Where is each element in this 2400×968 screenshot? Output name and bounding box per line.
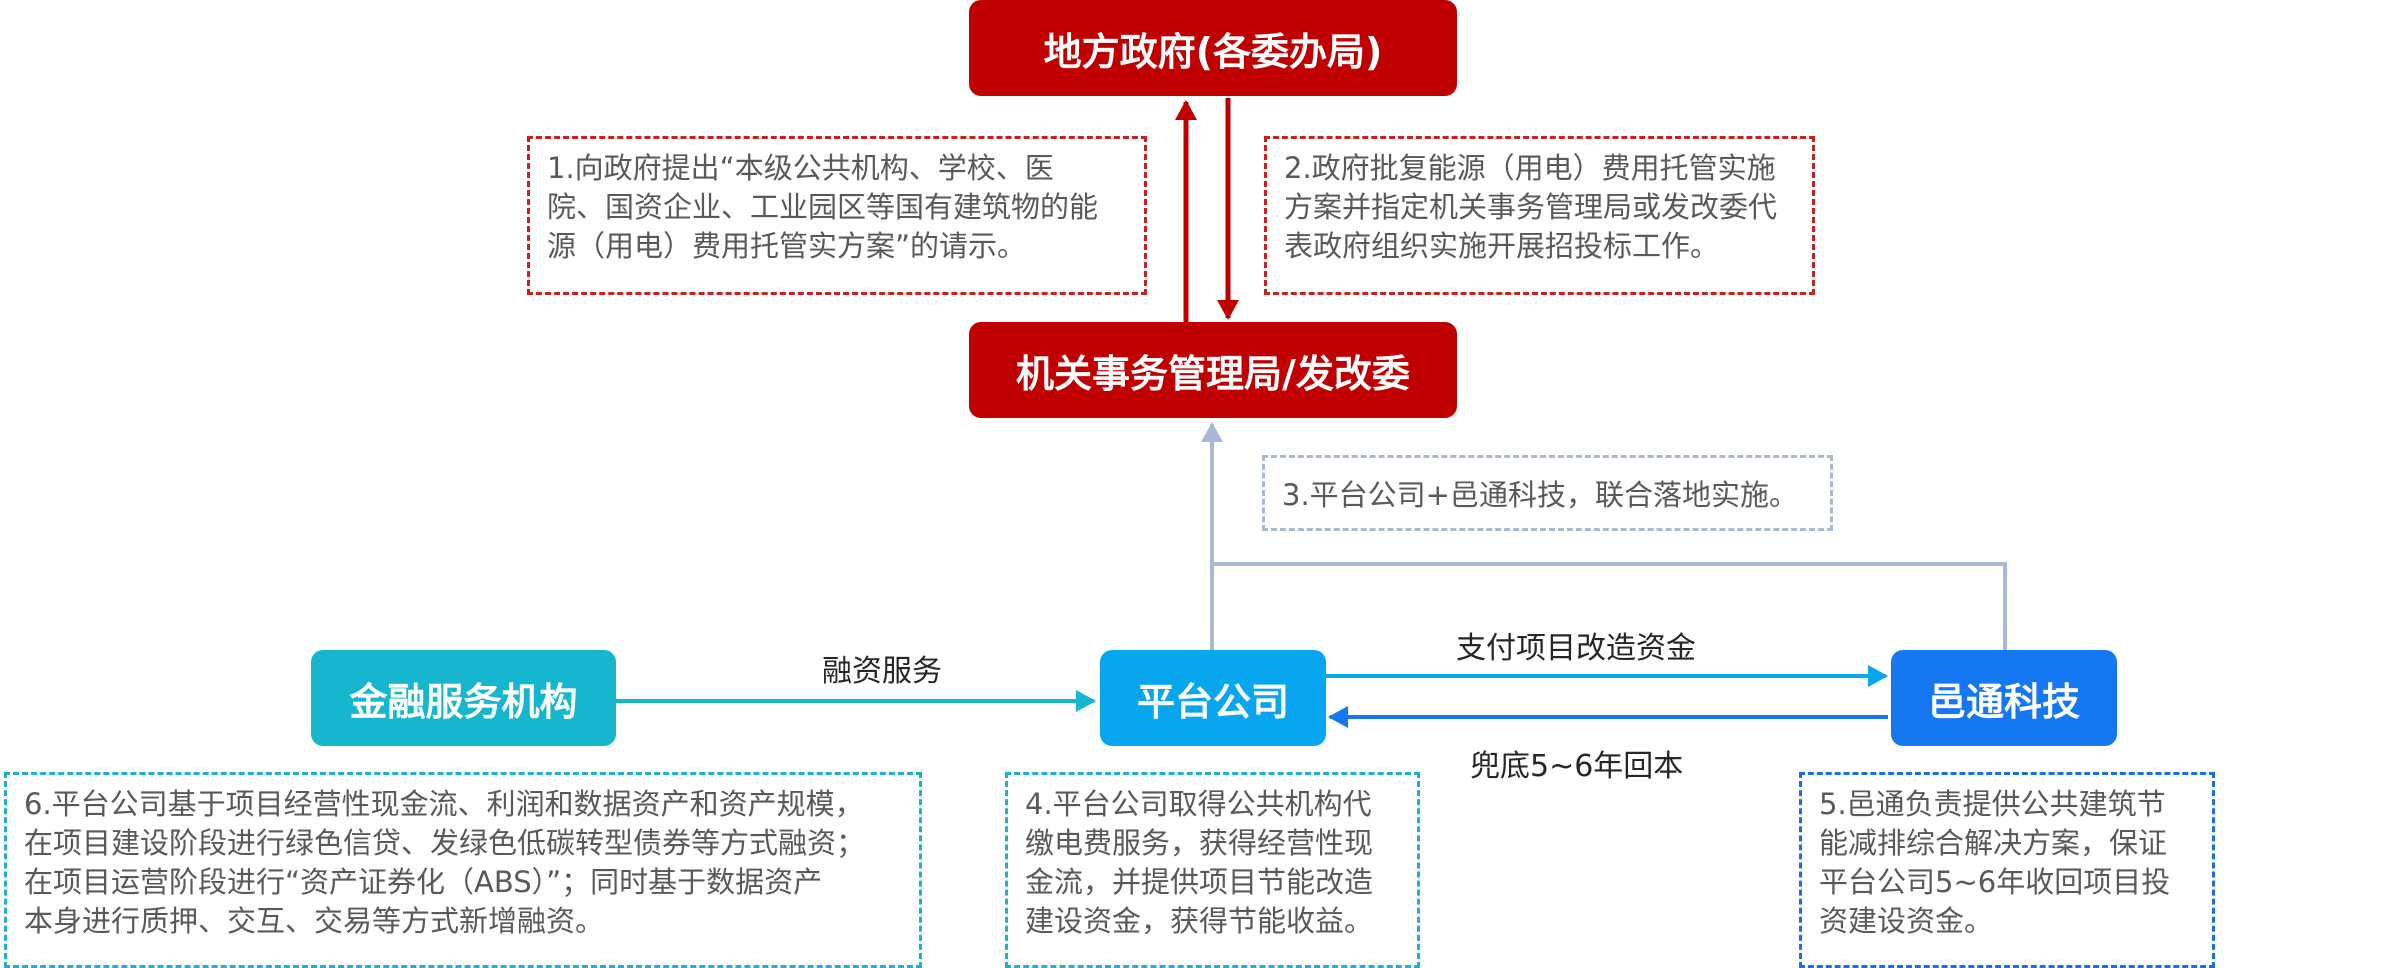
note-step-5-line: 能减排综合解决方案，保证 (1819, 826, 2168, 860)
node-local-government: 地方政府(各委办局) (969, 0, 1457, 96)
edge-label-financing: 融资服务 (822, 654, 942, 689)
node-financial-institution-label: 金融服务机构 (349, 679, 578, 724)
node-platform-company-label: 平台公司 (1136, 679, 1289, 724)
note-step-3: 3.平台公司+邑通科技，联合落地实施。 (1262, 455, 1833, 531)
edge-label-guarantee: 兜底5~6年回本 (1470, 749, 1684, 784)
node-yitong-tech-label: 邑通科技 (1927, 679, 2080, 724)
note-step-4-line: 建设资金，获得节能收益。 (1025, 904, 1374, 938)
note-step-1: 1.向政府提出“本级公共机构、学校、医 院、国资企业、工业园区等国有建筑物的能 … (527, 136, 1147, 295)
note-step-4-line: 金流，并提供项目节能改造 (1025, 865, 1374, 899)
node-affairs-bureau-label: 机关事务管理局/发改委 (1016, 351, 1410, 396)
node-yitong-tech: 邑通科技 (1891, 650, 2117, 746)
note-step-6-line: 6.平台公司基于项目经营性现金流、利润和数据资产和资产规模， (24, 787, 864, 821)
node-platform-company: 平台公司 (1100, 650, 1326, 746)
note-step-5-line: 5.邑通负责提供公共建筑节 (1819, 787, 2166, 821)
node-local-government-label: 地方政府(各委办局) (1043, 29, 1383, 74)
note-step-4-line: 4.平台公司取得公共机构代 (1025, 787, 1372, 821)
note-step-6: 6.平台公司基于项目经营性现金流、利润和数据资产和资产规模， 在项目建设阶段进行… (4, 772, 922, 968)
edge-label-pay: 支付项目改造资金 (1456, 631, 1696, 666)
node-financial-institution: 金融服务机构 (311, 650, 616, 746)
note-step-5-line: 平台公司5~6年收回项目投 (1819, 865, 2171, 899)
arrow-joint-to-bureau (1201, 422, 2007, 650)
note-step-4: 4.平台公司取得公共机构代 缴电费服务，获得经营性现 金流，并提供项目节能改造 … (1005, 772, 1420, 968)
note-step-6-line: 在项目运营阶段进行“资产证券化（ABS）”；同时基于数据资产 (24, 865, 823, 899)
note-step-2-line: 方案并指定机关事务管理局或发改委代 (1284, 190, 1778, 224)
note-step-3-line: 3.平台公司+邑通科技，联合落地实施。 (1282, 478, 1798, 512)
note-step-4-line: 缴电费服务，获得经营性现 (1025, 826, 1374, 860)
note-step-6-line: 本身进行质押、交互、交易等方式新增融资。 (24, 904, 605, 938)
note-step-1-line: 源（用电）费用托管实方案”的请示。 (547, 229, 1027, 263)
note-step-1-line: 院、国资企业、工业园区等国有建筑物的能 (547, 190, 1099, 224)
note-step-2-line: 表政府组织实施开展招投标工作。 (1284, 229, 1720, 263)
node-affairs-bureau: 机关事务管理局/发改委 (969, 322, 1457, 418)
note-step-5: 5.邑通负责提供公共建筑节 能减排综合解决方案，保证 平台公司5~6年收回项目投… (1799, 772, 2215, 968)
note-step-6-line: 在项目建设阶段进行绿色信贷、发绿色低碳转型债券等方式融资； (24, 826, 866, 860)
note-step-1-line: 1.向政府提出“本级公共机构、学校、医 (547, 151, 1054, 185)
note-step-2: 2.政府批复能源（用电）费用托管实施 方案并指定机关事务管理局或发改委代 表政府… (1264, 136, 1815, 295)
note-step-5-line: 资建设资金。 (1819, 904, 1994, 938)
note-step-2-line: 2.政府批复能源（用电）费用托管实施 (1284, 151, 1776, 185)
